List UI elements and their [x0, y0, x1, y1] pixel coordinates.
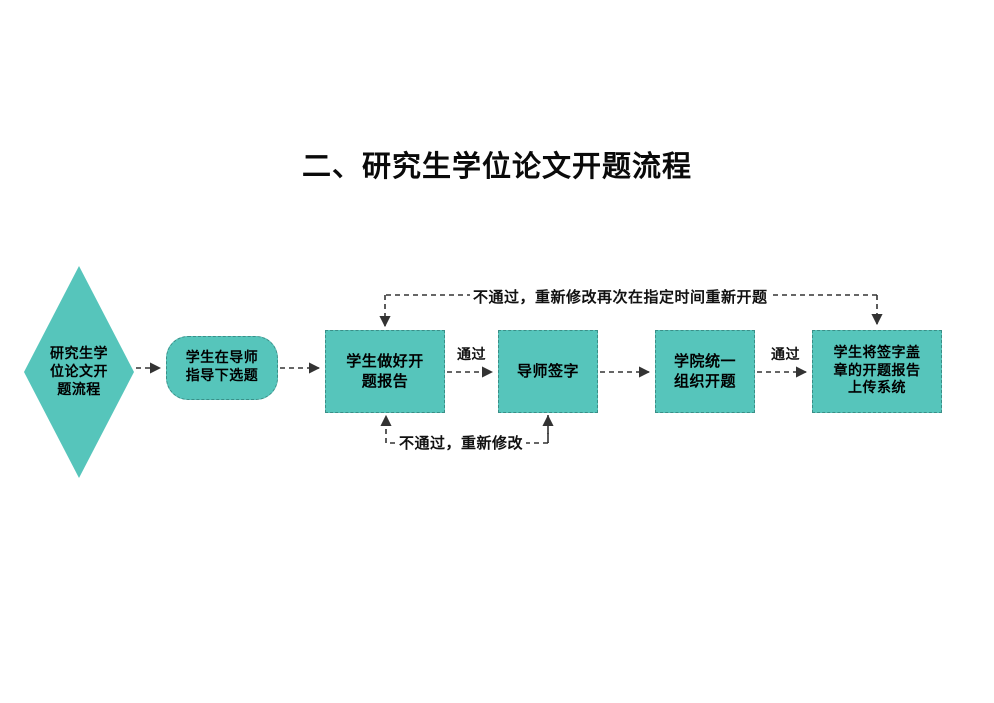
- node-start[interactable]: 研究生学 位论文开 题流程: [24, 266, 134, 478]
- edge-label-pass-1: 通过: [454, 344, 489, 364]
- node-upload-system[interactable]: 学生将签字盖 章的开题报告 上传系统: [812, 330, 942, 413]
- node-advisor-signature-label: 导师签字: [516, 361, 579, 380]
- page-title: 二、研究生学位论文开题流程: [301, 149, 692, 183]
- edge-label-fail-short: 不通过，重新修改: [396, 432, 527, 453]
- node-upload-system-label: 学生将签字盖 章的开题报告 上传系统: [833, 344, 921, 397]
- node-select-topic-label: 学生在导师 指导下选题: [185, 350, 259, 384]
- node-prepare-report[interactable]: 学生做好开 题报告: [325, 330, 445, 413]
- edge-label-pass-2: 通过: [768, 344, 803, 364]
- node-prepare-report-label: 学生做好开 题报告: [346, 352, 424, 390]
- node-select-topic[interactable]: 学生在导师 指导下选题: [166, 336, 278, 400]
- node-college-organize-label: 学院统一 组织开题: [673, 352, 736, 390]
- node-college-organize[interactable]: 学院统一 组织开题: [655, 330, 755, 413]
- node-advisor-signature[interactable]: 导师签字: [498, 330, 598, 413]
- node-start-label: 研究生学 位论文开 题流程: [50, 345, 108, 399]
- edge-label-fail-long: 不通过，重新修改再次在指定时间重新开题: [470, 286, 771, 307]
